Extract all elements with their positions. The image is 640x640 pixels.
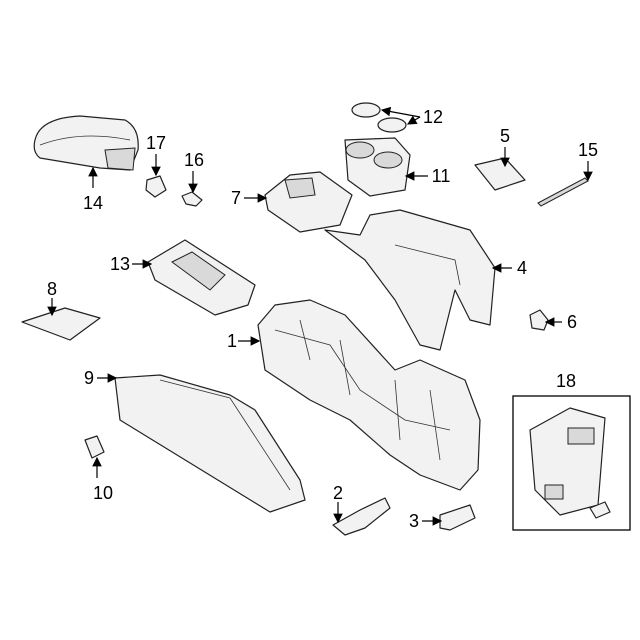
part-18-inset-box bbox=[512, 395, 631, 531]
callout-5: 5 bbox=[500, 126, 510, 146]
callout-9: 9 bbox=[84, 368, 94, 388]
part-clip-10 bbox=[84, 435, 105, 459]
callout-7: 7 bbox=[231, 188, 241, 208]
part-mat-8 bbox=[21, 307, 101, 341]
callout-16: 16 bbox=[184, 150, 204, 170]
part-bracket-2 bbox=[332, 497, 391, 536]
callout-18: 18 bbox=[556, 371, 576, 391]
part-clip-17 bbox=[145, 175, 167, 198]
callout-17: 17 bbox=[146, 133, 166, 153]
part-cup-holder bbox=[344, 137, 411, 197]
callout-3: 3 bbox=[409, 511, 419, 531]
callout-4: 4 bbox=[517, 258, 527, 278]
callout-8: 8 bbox=[47, 279, 57, 299]
part-side-trim-9 bbox=[114, 374, 306, 513]
part-bracket-3 bbox=[439, 504, 476, 531]
callout-11: 11 bbox=[432, 166, 451, 186]
part-side-panel-4 bbox=[324, 209, 496, 351]
part-armrest-lid bbox=[33, 115, 139, 171]
part-clip-6 bbox=[529, 309, 549, 331]
part-bracket-16 bbox=[181, 191, 203, 207]
part-strip-15 bbox=[537, 177, 589, 207]
part-pad-5 bbox=[474, 157, 526, 191]
part-ring-b bbox=[377, 117, 407, 133]
callout-14: 14 bbox=[83, 193, 103, 213]
callout-13: 13 bbox=[110, 254, 130, 274]
callout-1: 1 bbox=[227, 331, 237, 351]
callout-12: 12 bbox=[423, 107, 443, 127]
callout-6: 6 bbox=[567, 312, 577, 332]
callout-2: 2 bbox=[333, 483, 343, 503]
callout-15: 15 bbox=[578, 140, 598, 160]
part-rear-vent-18 bbox=[529, 407, 611, 519]
part-ring-a bbox=[351, 102, 381, 118]
callout-10: 10 bbox=[93, 483, 113, 503]
leader-lines bbox=[47, 106, 593, 526]
part-bezel-7 bbox=[264, 171, 353, 233]
part-console-body-1 bbox=[257, 299, 481, 491]
part-shifter-bezel-13 bbox=[147, 239, 256, 316]
